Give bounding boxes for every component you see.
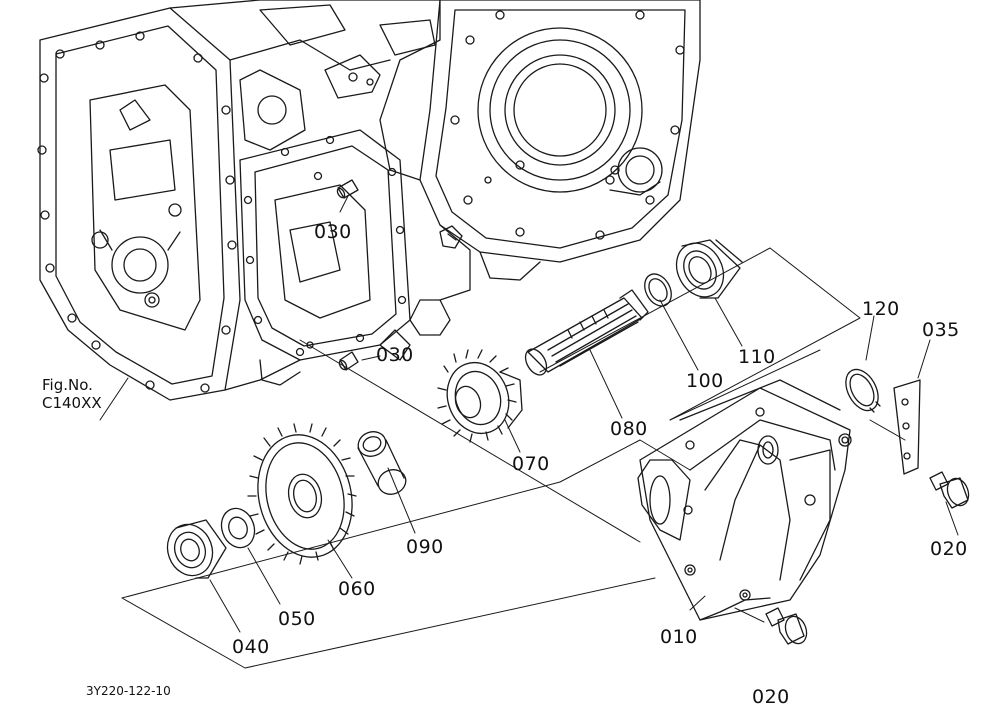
leader-lines [100, 196, 958, 668]
figure-ref-line1: Fig.No. [42, 376, 93, 394]
dowel-pin-030-upper [336, 180, 358, 199]
dowel-pin-030-lower [338, 352, 358, 371]
bolt-020-right [930, 472, 972, 509]
part-label-030-upper: 030 [314, 221, 352, 243]
part-label-090: 090 [406, 536, 444, 558]
part-label-035: 035 [922, 319, 960, 341]
part-label-110: 110 [738, 346, 776, 368]
part-label-020-right: 020 [930, 538, 968, 560]
bolt-020-lower [766, 608, 810, 647]
part-label-080: 080 [610, 418, 648, 440]
part-label-060: 060 [338, 578, 376, 600]
spur-gear-070 [437, 350, 522, 442]
bearing-040 [160, 518, 226, 582]
part-label-030-lower: 030 [376, 344, 414, 366]
figure-ref-line2: C140XX [42, 394, 102, 412]
splined-shaft-080 [521, 290, 648, 379]
bearing-110 [667, 235, 742, 305]
cover-housing-010 [638, 380, 851, 620]
part-label-040: 040 [232, 636, 270, 658]
snap-ring-120 [839, 364, 884, 416]
snap-ring-100 [639, 269, 676, 310]
washer-050 [216, 504, 260, 553]
large-gear-060 [245, 424, 364, 567]
plate-035 [894, 380, 920, 474]
part-label-020-lower: 020 [752, 686, 790, 708]
part-label-010: 010 [660, 626, 698, 648]
drawing-code: 3Y220-122-10 [86, 684, 171, 698]
bushing-090 [355, 428, 410, 498]
transmission-case [38, 0, 700, 400]
part-label-050: 050 [278, 608, 316, 630]
part-label-070: 070 [512, 453, 550, 475]
part-label-100: 100 [686, 370, 724, 392]
part-label-120: 120 [862, 298, 900, 320]
